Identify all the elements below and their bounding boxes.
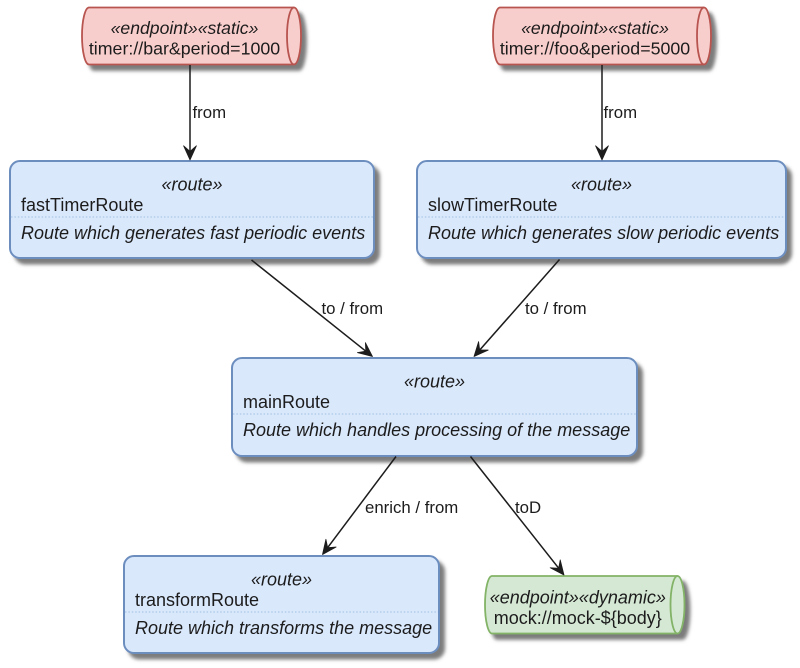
svg-text:«route»: «route» bbox=[571, 175, 632, 195]
svg-text:«route»: «route» bbox=[404, 372, 465, 392]
svg-text:Route which transforms the mes: Route which transforms the message bbox=[135, 618, 432, 638]
svg-text:to / from: to / from bbox=[525, 299, 587, 318]
svg-text:mainRoute: mainRoute bbox=[243, 392, 330, 412]
svg-text:enrich / from: enrich / from bbox=[365, 498, 458, 517]
svg-text:«route»: «route» bbox=[161, 175, 222, 195]
svg-text:«endpoint»«static»: «endpoint»«static» bbox=[111, 18, 259, 38]
svg-text:«endpoint»«dynamic»: «endpoint»«dynamic» bbox=[490, 587, 666, 607]
svg-text:fastTimerRoute: fastTimerRoute bbox=[21, 195, 143, 215]
svg-text:from: from bbox=[604, 103, 638, 122]
svg-text:«endpoint»«static»: «endpoint»«static» bbox=[521, 18, 669, 38]
svg-text:slowTimerRoute: slowTimerRoute bbox=[428, 195, 557, 215]
svg-text:toD: toD bbox=[515, 498, 541, 517]
svg-text:timer://foo&period=5000: timer://foo&period=5000 bbox=[500, 38, 690, 58]
svg-text:«route»: «route» bbox=[251, 570, 312, 590]
svg-text:Route which handles processing: Route which handles processing of the me… bbox=[243, 420, 630, 440]
svg-text:transformRoute: transformRoute bbox=[135, 590, 259, 610]
svg-text:Route which generates slow per: Route which generates slow periodic even… bbox=[428, 223, 779, 243]
svg-text:timer://bar&period=1000: timer://bar&period=1000 bbox=[89, 38, 280, 58]
svg-text:mock://mock-${body}: mock://mock-${body} bbox=[494, 608, 662, 628]
svg-text:Route which generates fast per: Route which generates fast periodic even… bbox=[21, 223, 365, 243]
svg-text:to / from: to / from bbox=[322, 299, 384, 318]
svg-text:from: from bbox=[193, 103, 227, 122]
